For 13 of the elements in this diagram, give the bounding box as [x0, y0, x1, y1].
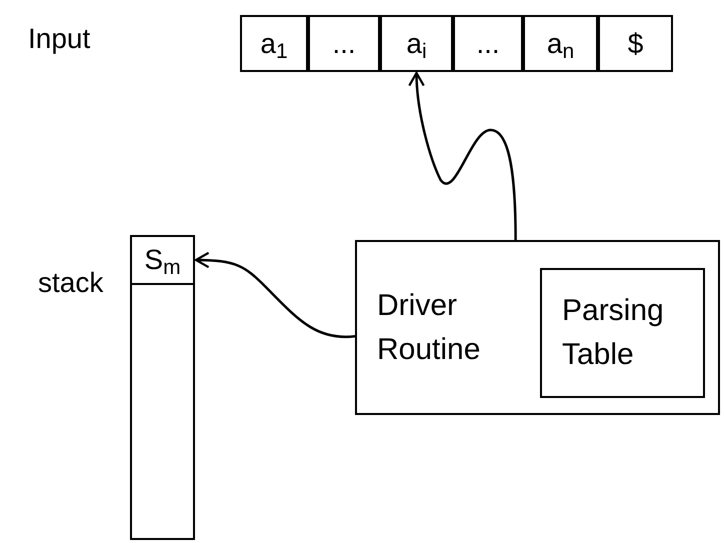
driver-box: Driver Routine Parsing Table [355, 240, 720, 415]
stack-column [130, 235, 195, 540]
tape-cell: a$_{i}$ [380, 15, 453, 72]
tape-cell: a$_{n}$ [523, 15, 598, 72]
tape-cell: ... [453, 15, 523, 72]
side-label: stack [38, 266, 104, 300]
tape-cell: $ [598, 15, 673, 72]
curved-arrow [408, 72, 517, 240]
curved-arrow [194, 252, 356, 338]
side-label: Input [28, 22, 90, 56]
tape-cell: ... [308, 15, 380, 72]
table-box: Parsing Table [540, 268, 705, 398]
tape-cell: a$_{1}$ [240, 15, 308, 72]
